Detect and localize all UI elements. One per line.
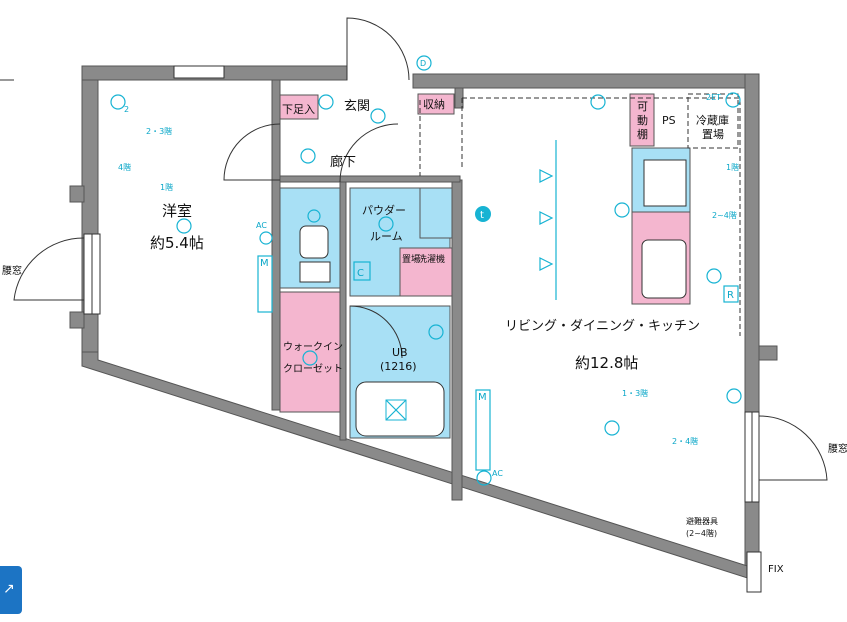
- meter-m-label: M: [260, 258, 269, 269]
- stove: [643, 159, 687, 207]
- powder-room-label-1: パウダー: [362, 203, 406, 217]
- ac-left-label: AC: [256, 221, 267, 230]
- ceiling-light-kitchen: [706, 268, 722, 284]
- c-mark-label: C: [357, 268, 364, 279]
- window-left-label: 腰窓: [2, 264, 22, 277]
- evac-label-2: (2~4階): [686, 528, 717, 538]
- floor-23-label: 2・3階: [146, 126, 172, 136]
- ceiling-light-western: [176, 218, 192, 234]
- bathtub: [355, 381, 445, 437]
- outlet-icon-3: [590, 94, 606, 110]
- ceiling-light-toilet: [307, 209, 321, 223]
- entrance-label: 玄関: [344, 99, 370, 114]
- fridge-label-1: 冷蔵庫: [696, 113, 729, 127]
- evac-label-1: 避難器具: [686, 516, 718, 526]
- ceiling-light-closet: [302, 350, 318, 366]
- shoe-shelf-label: 下足入: [282, 103, 315, 116]
- meter-box-right: [475, 389, 491, 471]
- washer-label-1: 洗濯機: [418, 253, 445, 265]
- floor-24k-label: 2~4階: [712, 210, 737, 220]
- drain-icon: [385, 399, 407, 421]
- movable-shelf-1: 可: [637, 100, 648, 113]
- fridge-space: [687, 93, 739, 149]
- outlet-icon-7: [476, 470, 492, 486]
- outlet-icon-2: [318, 94, 334, 110]
- meter-box-left: [257, 255, 273, 313]
- ceiling-light-ldk: [604, 420, 620, 436]
- outlet-2et-label: 2ET: [706, 93, 721, 102]
- outlet-icon-5: [725, 92, 741, 108]
- arrow-icon: ↗: [3, 581, 15, 597]
- movable-shelf-3: 棚: [637, 127, 648, 141]
- ceiling-light-entrance: [370, 108, 386, 124]
- d-mark-label: D: [420, 59, 426, 68]
- western-room-label: 洋室: [162, 202, 192, 220]
- ceiling-light-hall: [300, 148, 316, 164]
- ceiling-light-powder: [378, 216, 394, 232]
- ps-label: PS: [662, 114, 676, 127]
- meter-m2-label: M: [478, 392, 487, 403]
- window-right-swing: [758, 415, 828, 481]
- entrance-door-swing: [346, 17, 410, 81]
- powder-room-label-2: ルーム: [370, 230, 403, 243]
- ldk-size: 約12.8帖: [575, 354, 638, 372]
- ceiling-light-ub: [428, 324, 444, 340]
- washer-label-2: 置場: [402, 253, 420, 265]
- toilet-icon: [299, 225, 329, 259]
- kitchen-sink: [641, 239, 687, 299]
- floor-24-label: 2・4階: [672, 436, 698, 446]
- storage-label: 収納: [423, 98, 445, 111]
- fridge-label-2: 置場: [702, 128, 724, 141]
- electrical-symbols: [110, 55, 742, 486]
- ub-size: (1216): [380, 360, 417, 373]
- window-right-label: 腰窓: [828, 442, 847, 455]
- floor-1k-label: 1階: [726, 162, 739, 172]
- ub-label: UB: [392, 346, 408, 359]
- tv-icon: [475, 206, 491, 222]
- ac-right-label: AC: [492, 469, 503, 478]
- r-mark-label: R: [727, 290, 734, 301]
- floor-4-label: 4階: [118, 162, 131, 172]
- walk-in-label-1: ウォークイン: [283, 341, 343, 353]
- d-circle: [416, 55, 432, 71]
- outlet-icon-6: [726, 388, 742, 404]
- hallway-door: [339, 123, 399, 183]
- interior-walls: [271, 79, 464, 501]
- ub-door: [349, 305, 403, 359]
- floor-1-label: 1階: [160, 182, 173, 192]
- outlet-icon-1: [110, 94, 126, 110]
- western-room-door: [223, 123, 281, 181]
- hallway-label: 廊下: [330, 154, 356, 170]
- western-room-size: 約5.4帖: [150, 234, 204, 252]
- outlet-icon-4: [614, 202, 630, 218]
- window-left-frame: [83, 233, 101, 315]
- fix-window-label: FIX: [768, 564, 784, 575]
- ldk-label: リビング・ダイニング・キッチン: [505, 319, 700, 334]
- movable-shelf-2: 動: [637, 113, 648, 127]
- c-box: [353, 261, 371, 281]
- t-mark-label: t: [480, 210, 484, 221]
- window-left-swing: [13, 237, 85, 301]
- walk-in-label-2: クローゼット: [283, 363, 343, 375]
- outlet-2-label: 2: [124, 105, 129, 114]
- floor-13-label: 1・3階: [622, 388, 648, 398]
- r-box: [723, 285, 739, 303]
- fix-window-frame: [746, 551, 762, 593]
- outlet-icon-8: [259, 231, 273, 245]
- window-right-frame: [744, 411, 760, 503]
- window-top-frame: [173, 65, 225, 79]
- corner-badge-icon[interactable]: ↗: [0, 566, 22, 614]
